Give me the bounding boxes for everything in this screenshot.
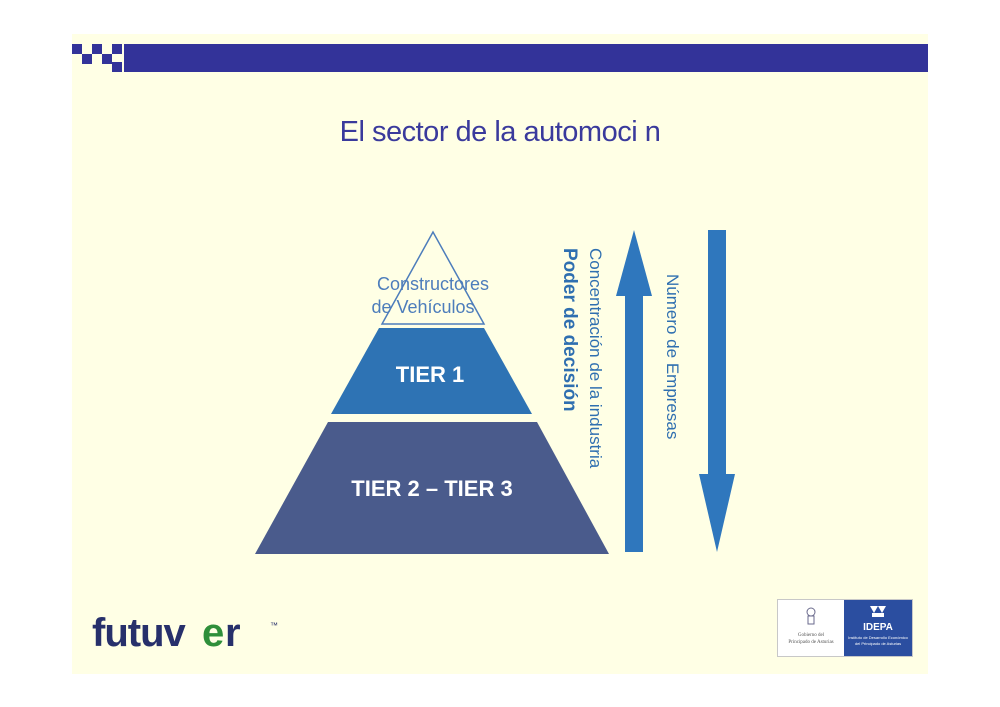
idepa-name: IDEPA — [863, 622, 893, 633]
apex-label-line2: de Vehículos — [371, 297, 474, 317]
idepa-line1: Instituto de Desarrollo Económico — [848, 635, 909, 640]
svg-text:e: e — [202, 611, 224, 655]
up-arrow — [616, 230, 652, 552]
tier23-label: TIER 2 – TIER 3 — [351, 476, 512, 501]
partner-left-line1: Gobierno del — [798, 633, 825, 638]
partner-logos: Gobierno del Principado de Asturias IDEP… — [777, 599, 913, 657]
slide: El sector de la automoci n Constructores… — [72, 34, 928, 674]
header-square — [72, 44, 82, 54]
header-square — [112, 44, 122, 54]
down-arrow — [699, 230, 735, 552]
svg-text:futuv: futuv — [92, 611, 187, 655]
concentration-label: Concentración de la industria — [586, 248, 605, 469]
tm-mark: ™ — [270, 621, 278, 630]
svg-text:r: r — [225, 611, 241, 655]
idepa-line2: del Principado de Asturias — [855, 641, 901, 646]
header-band — [124, 44, 928, 72]
asturias-crest-icon — [806, 607, 816, 625]
header-square — [82, 54, 92, 64]
slide-title: El sector de la automoci n — [339, 116, 661, 148]
header-square — [102, 54, 112, 64]
idepa-emblem-icon — [870, 606, 886, 617]
tier1-band — [331, 328, 532, 414]
header-square — [112, 62, 122, 72]
apex-triangle — [380, 230, 486, 325]
partner-left-line2: Principado de Asturias — [788, 640, 833, 645]
pyramid-diagram: Constructores de Vehículos TIER 1 TIER 2… — [255, 230, 735, 554]
apex-label-line1: Constructores — [377, 274, 489, 294]
num-companies-label: Número de Empresas — [663, 274, 682, 439]
header-bar — [72, 44, 928, 72]
decision-power-label: Poder de decisión — [559, 248, 580, 412]
tier1-label: TIER 1 — [396, 362, 464, 387]
futuver-logo: futuv e r ™ — [92, 611, 278, 655]
header-square — [92, 44, 102, 54]
tier23-band — [255, 422, 609, 554]
